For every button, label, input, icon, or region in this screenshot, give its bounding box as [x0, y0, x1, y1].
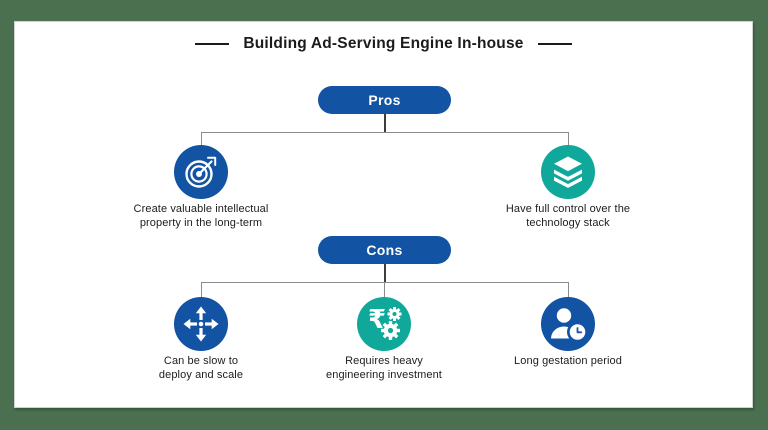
- move-arrows-icon: [174, 297, 228, 351]
- caption-line: property in the long-term: [139, 217, 263, 229]
- page-title: Building Ad-Serving Engine In-house: [243, 35, 524, 52]
- connector-cons-stub-right: [568, 282, 569, 297]
- title-dash-right: [537, 43, 572, 45]
- caption-line: Create valuable intellectual: [133, 203, 269, 215]
- connector-cons-stub-left: [201, 282, 202, 297]
- connector-pros-stub-right: [568, 132, 569, 146]
- rupee-gears-icon: ₹: [357, 297, 411, 351]
- con-item-slow-deploy: [174, 297, 228, 351]
- con-item-label: Can be slow to deploy and scale: [91, 354, 311, 382]
- caption-line: Requires heavy: [345, 355, 423, 367]
- connector-pros-horizontal: [201, 132, 569, 133]
- pro-item-label: Create valuable intellectual property in…: [91, 202, 311, 230]
- person-clock-icon: [541, 297, 595, 351]
- caption-line: Have full control over the: [505, 203, 631, 215]
- pro-item-control-stack: [541, 145, 595, 199]
- svg-text:₹: ₹: [368, 305, 386, 335]
- connector-cons-stem: [384, 264, 386, 282]
- title-row: Building Ad-Serving Engine In-house: [15, 35, 752, 53]
- cons-badge: Cons: [318, 236, 451, 264]
- connector-cons-horizontal: [201, 282, 569, 283]
- pro-item-label: Have full control over the technology st…: [458, 202, 678, 230]
- cons-badge-label: Cons: [366, 242, 403, 258]
- connector-pros-stub-left: [201, 132, 202, 146]
- con-item-label: Requires heavy engineering investment: [274, 354, 494, 382]
- caption-line: deploy and scale: [158, 369, 244, 381]
- pro-item-intellectual-property: [174, 145, 228, 199]
- pros-badge: Pros: [318, 86, 451, 114]
- connector-pros-stem: [384, 114, 386, 132]
- caption-line: technology stack: [526, 217, 610, 229]
- con-item-engineering-investment: ₹: [357, 297, 411, 351]
- connector-cons-stub-middle: [384, 282, 385, 297]
- con-item-gestation-period: [541, 297, 595, 351]
- title-dash-left: [195, 43, 230, 45]
- caption-line: Can be slow to: [163, 355, 239, 367]
- target-arrow-icon: [174, 145, 228, 199]
- pros-badge-label: Pros: [368, 92, 401, 108]
- diagram-card: Building Ad-Serving Engine In-house Pros…: [14, 21, 753, 408]
- caption-line: engineering investment: [326, 369, 442, 381]
- caption-line: Long gestation period: [514, 355, 622, 367]
- layers-stack-icon: [541, 145, 595, 199]
- con-item-label: Long gestation period: [458, 354, 678, 368]
